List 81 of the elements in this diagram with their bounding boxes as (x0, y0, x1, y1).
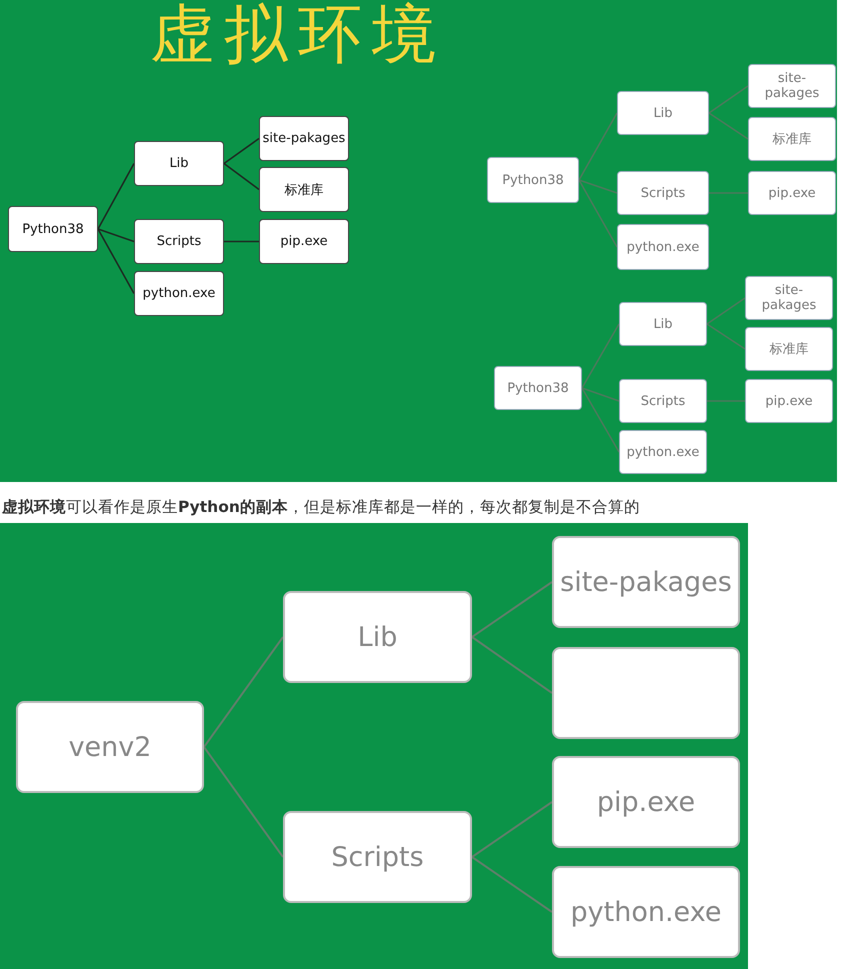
tree-node-box (748, 171, 836, 215)
connector-line (578, 179, 618, 194)
node-label: site-pakages (760, 283, 818, 313)
node-label: Scripts (640, 186, 686, 200)
tree-node-box (617, 91, 709, 135)
tree-node-box (748, 64, 836, 108)
connector-line (709, 192, 748, 194)
node-label: venv2 (68, 732, 152, 762)
tree-node-box (748, 117, 836, 161)
tree-node-box (617, 171, 709, 215)
node-label: site-pakages (764, 71, 820, 101)
node-label: python.exe (626, 444, 700, 460)
node-label: python.exe (626, 240, 700, 254)
connector-line (97, 228, 135, 294)
tree-node-box (745, 327, 833, 371)
node-label: python.exe (570, 896, 722, 928)
connector-line (97, 163, 135, 230)
tree-node-box (619, 302, 707, 346)
node-label: Scripts (331, 842, 424, 872)
tree-node-box (134, 219, 224, 264)
connector-line (707, 400, 745, 402)
connector-line (224, 162, 260, 190)
tree-node-box (745, 276, 833, 320)
node-label: Scripts (640, 394, 686, 408)
connector-line (706, 297, 746, 325)
node-label: site-pakages (262, 131, 346, 146)
tree-node-box (134, 141, 224, 186)
connector-line (581, 388, 620, 452)
node-label: pip.exe (765, 394, 813, 408)
connector-line (471, 581, 553, 638)
tree-node-box (494, 366, 582, 410)
node-label: pip.exe (768, 186, 816, 200)
node-label: 标准库 (284, 182, 324, 198)
tree-node-box (552, 756, 740, 848)
node-label: Scripts (156, 234, 202, 249)
tree-node-box (619, 379, 707, 423)
tree-node-box (259, 116, 349, 161)
tree-node-box (487, 157, 579, 203)
tree-node-box (745, 379, 833, 423)
tree-node-box (619, 430, 707, 474)
tree-node-box (552, 866, 740, 958)
connector-line (98, 228, 134, 242)
connector-line (224, 138, 260, 164)
connector-line (471, 856, 553, 913)
tree-node-box (259, 219, 349, 264)
tree-node-box (617, 224, 709, 270)
connector-line (471, 801, 553, 858)
tree-node-box (259, 167, 349, 212)
connector-line (708, 85, 748, 114)
title: 虚拟环境 (150, 0, 446, 70)
node-label: Python38 (507, 380, 569, 396)
node-label: pip.exe (596, 786, 696, 818)
node-label: Lib (358, 622, 398, 652)
tree-node-box (283, 591, 472, 683)
connector-line (203, 746, 284, 858)
node-label: 标准库 (772, 131, 812, 148)
connector-line (578, 180, 618, 248)
connector-line (708, 112, 748, 140)
node-label: pip.exe (280, 234, 328, 249)
caption-text: 虚拟环境可以看作是原生Python的副本，但是标准库都是一样的，每次都复制是不合算的 (2, 497, 640, 518)
tree-node-box (8, 206, 98, 252)
connector-line (706, 323, 746, 350)
connector-line (224, 240, 259, 242)
node-label: Lib (169, 156, 189, 171)
tree-node-box (134, 271, 224, 316)
tree-node-box (283, 811, 472, 903)
connector-line (578, 112, 618, 180)
node-label: Lib (653, 316, 673, 332)
empty-box (552, 647, 740, 739)
node-label: python.exe (142, 286, 216, 301)
node-label: Python38 (502, 172, 564, 188)
connector-line (581, 324, 620, 388)
node-label: 标准库 (770, 341, 808, 358)
tree-node-box (552, 536, 740, 628)
connector-line (582, 387, 620, 402)
tree-node-box (16, 701, 204, 793)
connector-line (471, 636, 553, 694)
node-label: Python38 (22, 222, 84, 236)
node-label: site-pakages (560, 566, 732, 598)
node-label: Lib (653, 106, 673, 120)
connector-line (203, 636, 284, 748)
